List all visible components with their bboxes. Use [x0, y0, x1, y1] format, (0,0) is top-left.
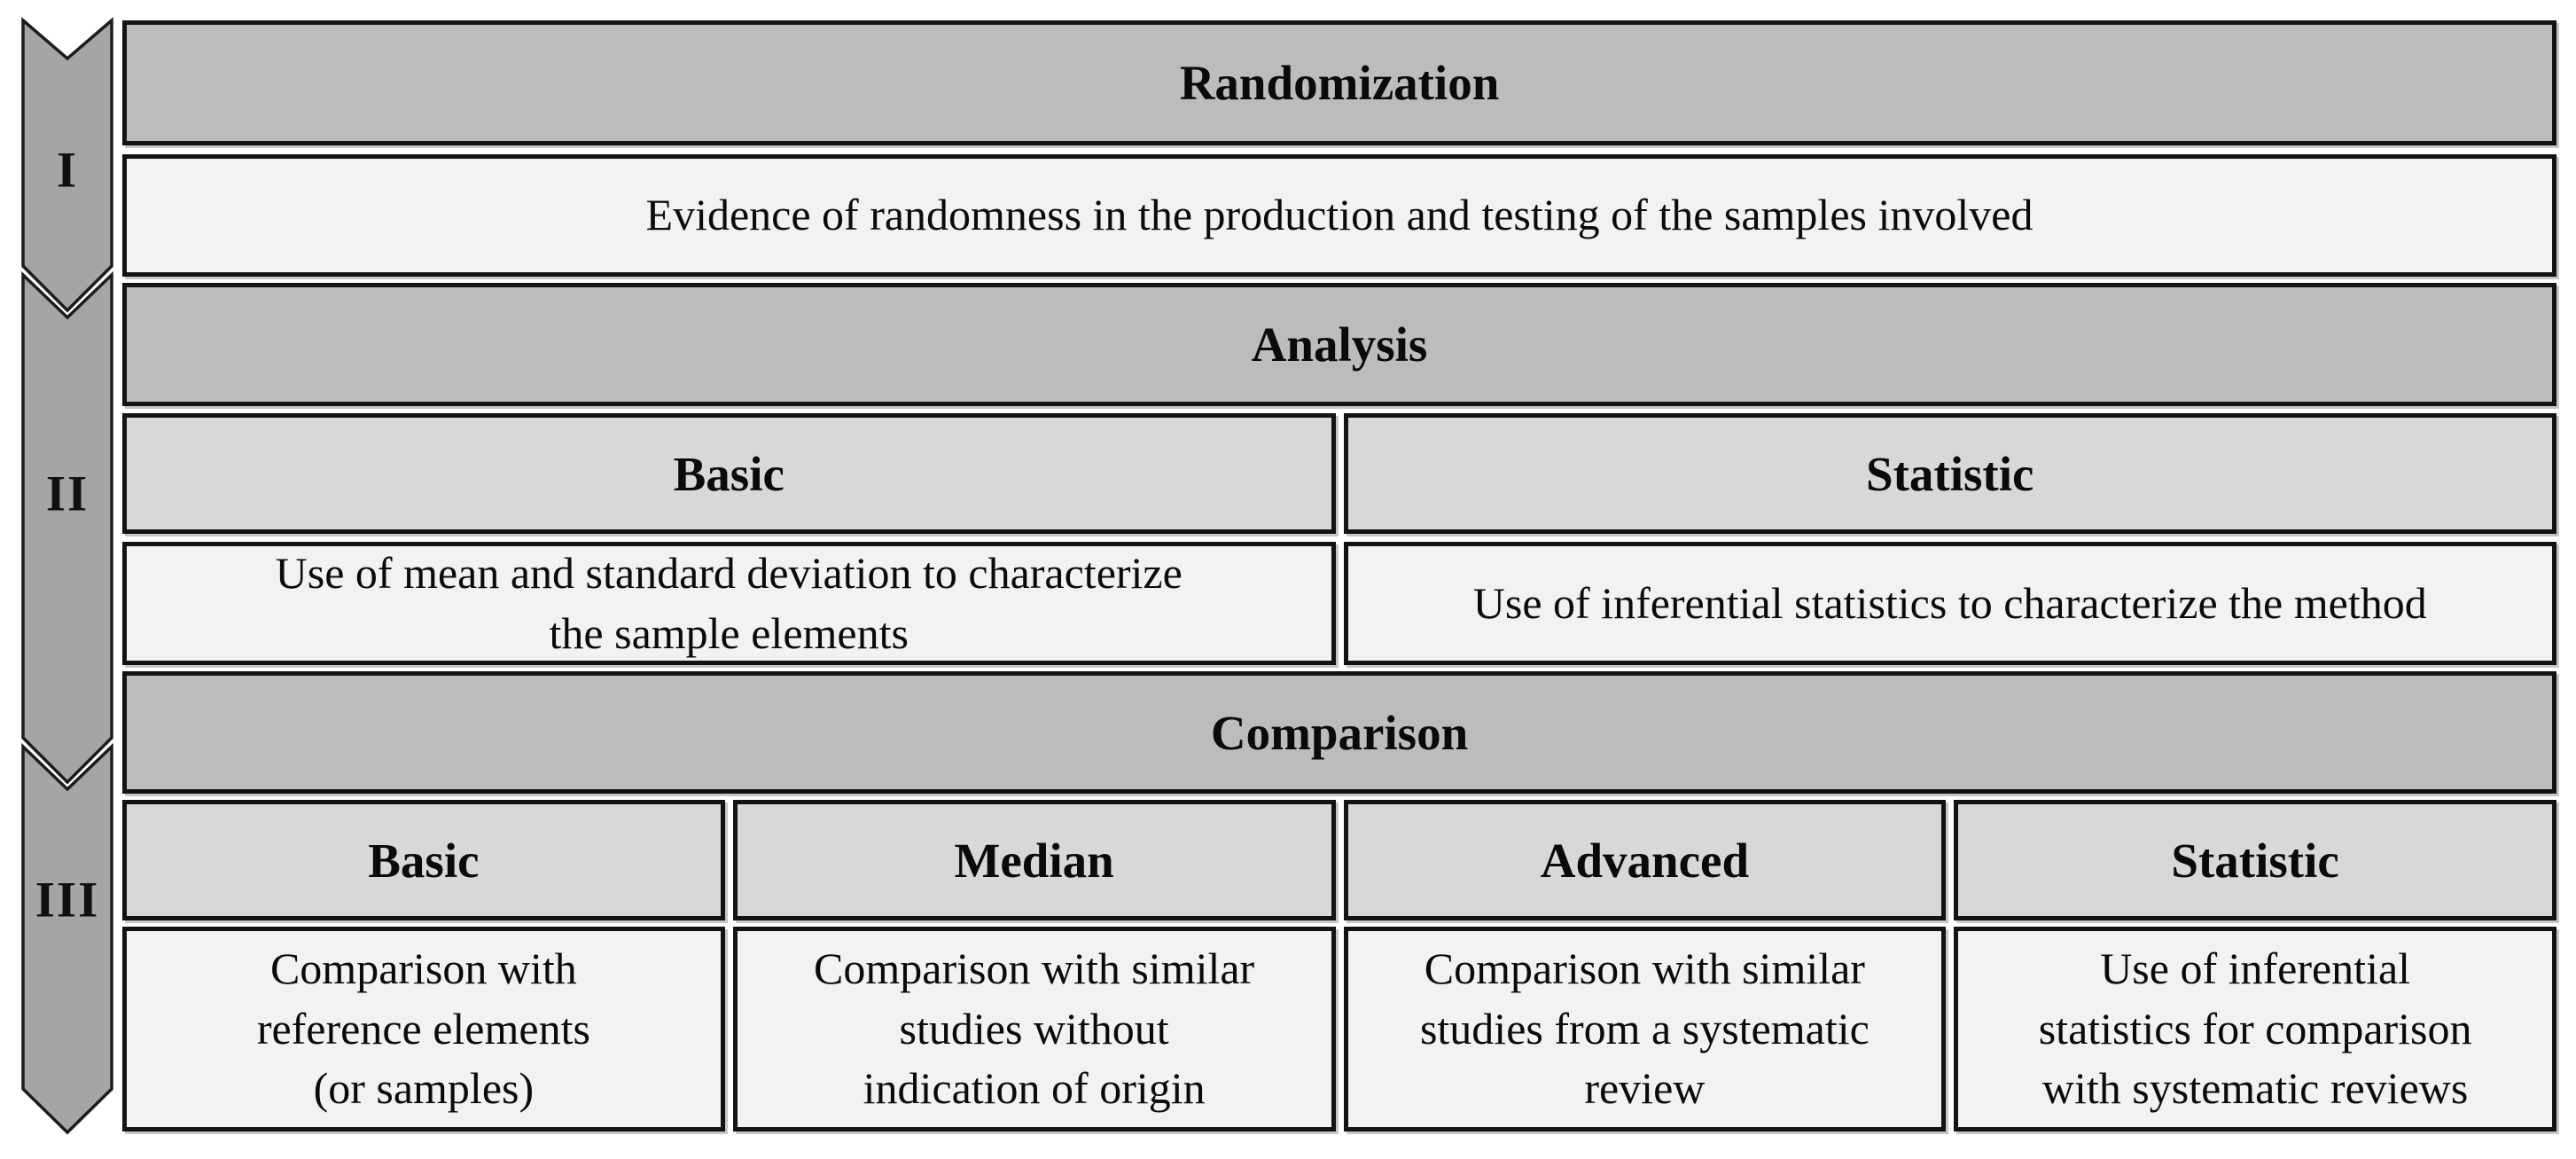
- comparison-col-statistic-description: Use of inferential statistics for compar…: [1954, 927, 2556, 1132]
- comparison-col-median-description: Comparison with similar studies without …: [732, 927, 1336, 1132]
- comparison-subheader-row: Basic Median Advanced Statistic: [122, 800, 2556, 920]
- comparison-col-statistic-title: Statistic: [1954, 800, 2556, 920]
- comparison-col-advanced-description: Comparison with similar studies from a s…: [1343, 927, 1947, 1132]
- phases-table: Randomization Evidence of randomness in …: [122, 20, 2556, 1132]
- phase-arrow-3-shape: [21, 742, 113, 1135]
- phase-arrow-2-shape: [21, 270, 113, 785]
- randomization-description: Evidence of randomness in the production…: [122, 154, 2556, 277]
- phase-label-3: III: [35, 872, 100, 928]
- analysis-col-statistic-description: Use of inferential statistics to charact…: [1343, 542, 2556, 665]
- comparison-description-row: Comparison with reference elements (or s…: [122, 927, 2556, 1132]
- analysis-col-basic-title: Basic: [122, 413, 1336, 534]
- comparison-col-median-title: Median: [732, 800, 1336, 920]
- analysis-col-basic-description: Use of mean and standard deviation to ch…: [122, 542, 1336, 665]
- phase-label-1: I: [56, 142, 79, 199]
- comparison-col-basic-description: Comparison with reference elements (or s…: [122, 927, 725, 1132]
- comparison-header: Comparison: [122, 671, 2556, 794]
- phase-arrow-1-shape: [21, 17, 113, 313]
- randomization-header-row: Randomization: [122, 20, 2556, 145]
- comparison-col-basic-title: Basic: [122, 800, 725, 920]
- analysis-col-statistic-title: Statistic: [1343, 413, 2556, 534]
- analysis-subheader-row: Basic Statistic: [122, 413, 2556, 534]
- analysis-header-row: Analysis: [122, 283, 2556, 406]
- randomization-header: Randomization: [122, 20, 2556, 145]
- comparison-header-row: Comparison: [122, 671, 2556, 794]
- analysis-header: Analysis: [122, 283, 2556, 406]
- phase-label-2: II: [45, 466, 90, 522]
- randomization-description-row: Evidence of randomness in the production…: [122, 154, 2556, 277]
- comparison-col-advanced-title: Advanced: [1343, 800, 1947, 920]
- analysis-description-row: Use of mean and standard deviation to ch…: [122, 542, 2556, 665]
